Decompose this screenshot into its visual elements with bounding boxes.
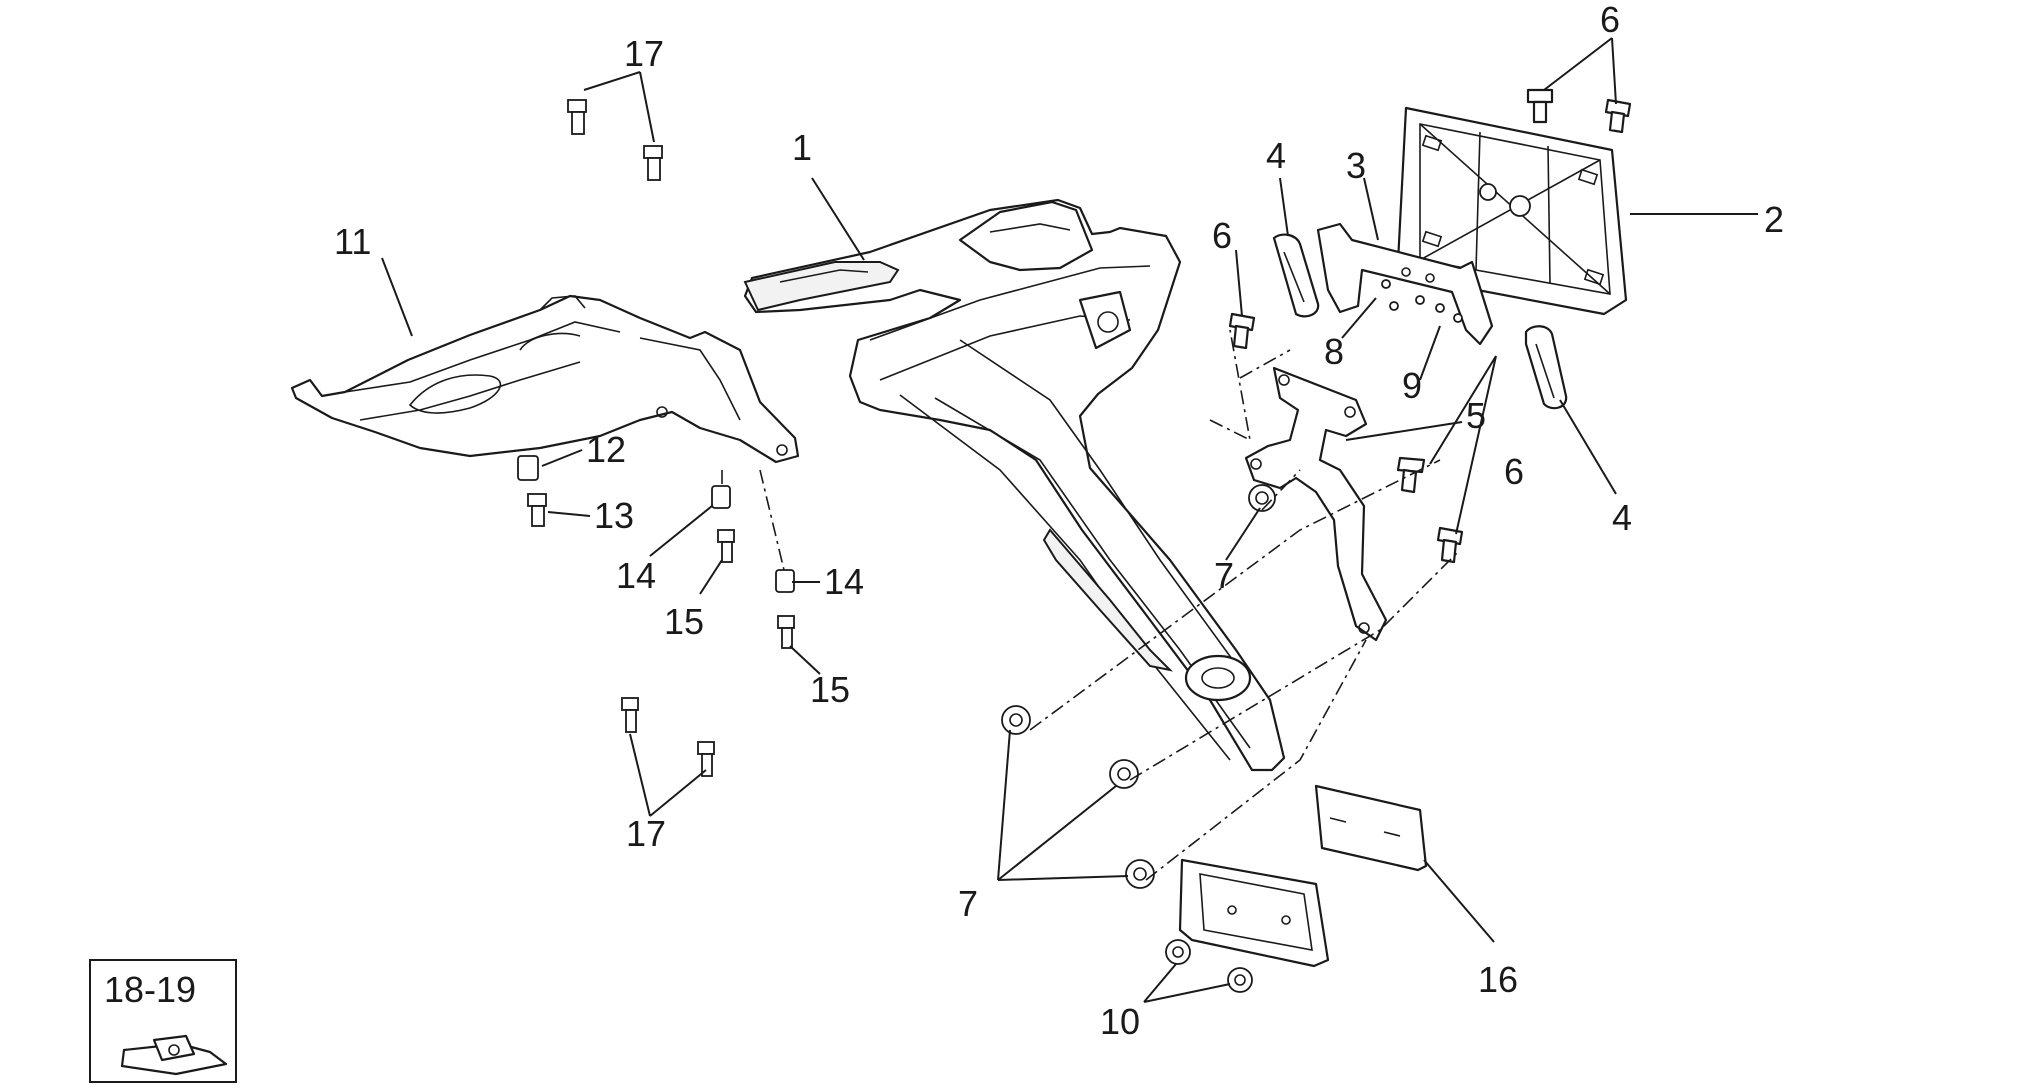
callout-6-right: 6 [1504,451,1524,492]
part-2-plate [1396,106,1628,316]
part-6-screw [1396,456,1426,494]
callout-4-upper: 4 [1266,135,1286,176]
callout-14-right: 14 [824,561,864,602]
callout-7-lower: 7 [958,883,978,924]
part-17-bolt [643,145,663,181]
callout-3: 3 [1346,145,1366,186]
part-9-washer [1415,295,1463,323]
part-10-nut [1227,967,1253,993]
callout-11: 11 [334,221,371,262]
part-4-pad-lower [1524,325,1568,410]
part-1-plate-holder-bracket [743,198,1330,968]
part-7-nut [1125,859,1155,889]
inset-label: 18-19 [104,969,196,1010]
part-7-nut [1001,705,1031,735]
part-14-spacer [711,485,731,509]
leader-lines [381,37,1758,1003]
callout-15-left: 15 [664,601,704,642]
callout-4-lower: 4 [1612,497,1632,538]
callout-15-right: 15 [810,669,850,710]
callout-12: 12 [586,429,626,470]
callout-10: 10 [1100,1001,1140,1042]
callout-7-upper: 7 [1214,555,1234,596]
part-11-undertray [290,294,800,464]
callout-5: 5 [1466,395,1486,436]
part-6-screw [1436,526,1464,564]
callout-13: 13 [594,495,634,536]
assembly-lines [721,329,1461,881]
callout-17-top: 17 [624,33,664,74]
part-4-pad-upper [1272,233,1320,318]
part-10-nut [1165,939,1191,965]
callout-6-top: 6 [1600,0,1620,40]
part-7-nut [1248,484,1276,512]
callout-14-left: 14 [616,555,656,596]
part-6-screw [1604,98,1632,134]
part-13-bolt [527,493,547,527]
part-7-nut [1109,759,1139,789]
part-17-bolt [697,741,715,777]
part-8-pin [1381,279,1399,311]
callout-8: 8 [1324,331,1344,372]
callout-9: 9 [1402,365,1422,406]
inset-box-18-19: 18-19 [89,959,237,1083]
callout-1: 1 [792,127,812,168]
part-6-screw [1526,88,1554,124]
part-15-bolt [717,529,735,563]
callout-6-left: 6 [1212,215,1232,256]
part-15-bolt [777,615,795,649]
part-17-bolt [621,697,639,733]
part-6-screw [1228,312,1256,350]
part-3-reinforcement [1316,222,1494,346]
part-5-bracket [1244,366,1388,642]
part-17-bolt [567,99,587,135]
callout-2: 2 [1764,199,1784,240]
callout-16: 16 [1478,959,1518,1000]
part-14-spacer [775,569,795,593]
part-16-reflector [1314,784,1428,872]
clip-nut-icon [120,1034,228,1076]
callout-17-bottom: 17 [626,813,666,854]
callout-labels: 1 2 3 4 4 5 6 6 6 7 7 8 9 10 11 12 13 14… [334,0,1784,1042]
part-12-spacer [517,455,539,481]
